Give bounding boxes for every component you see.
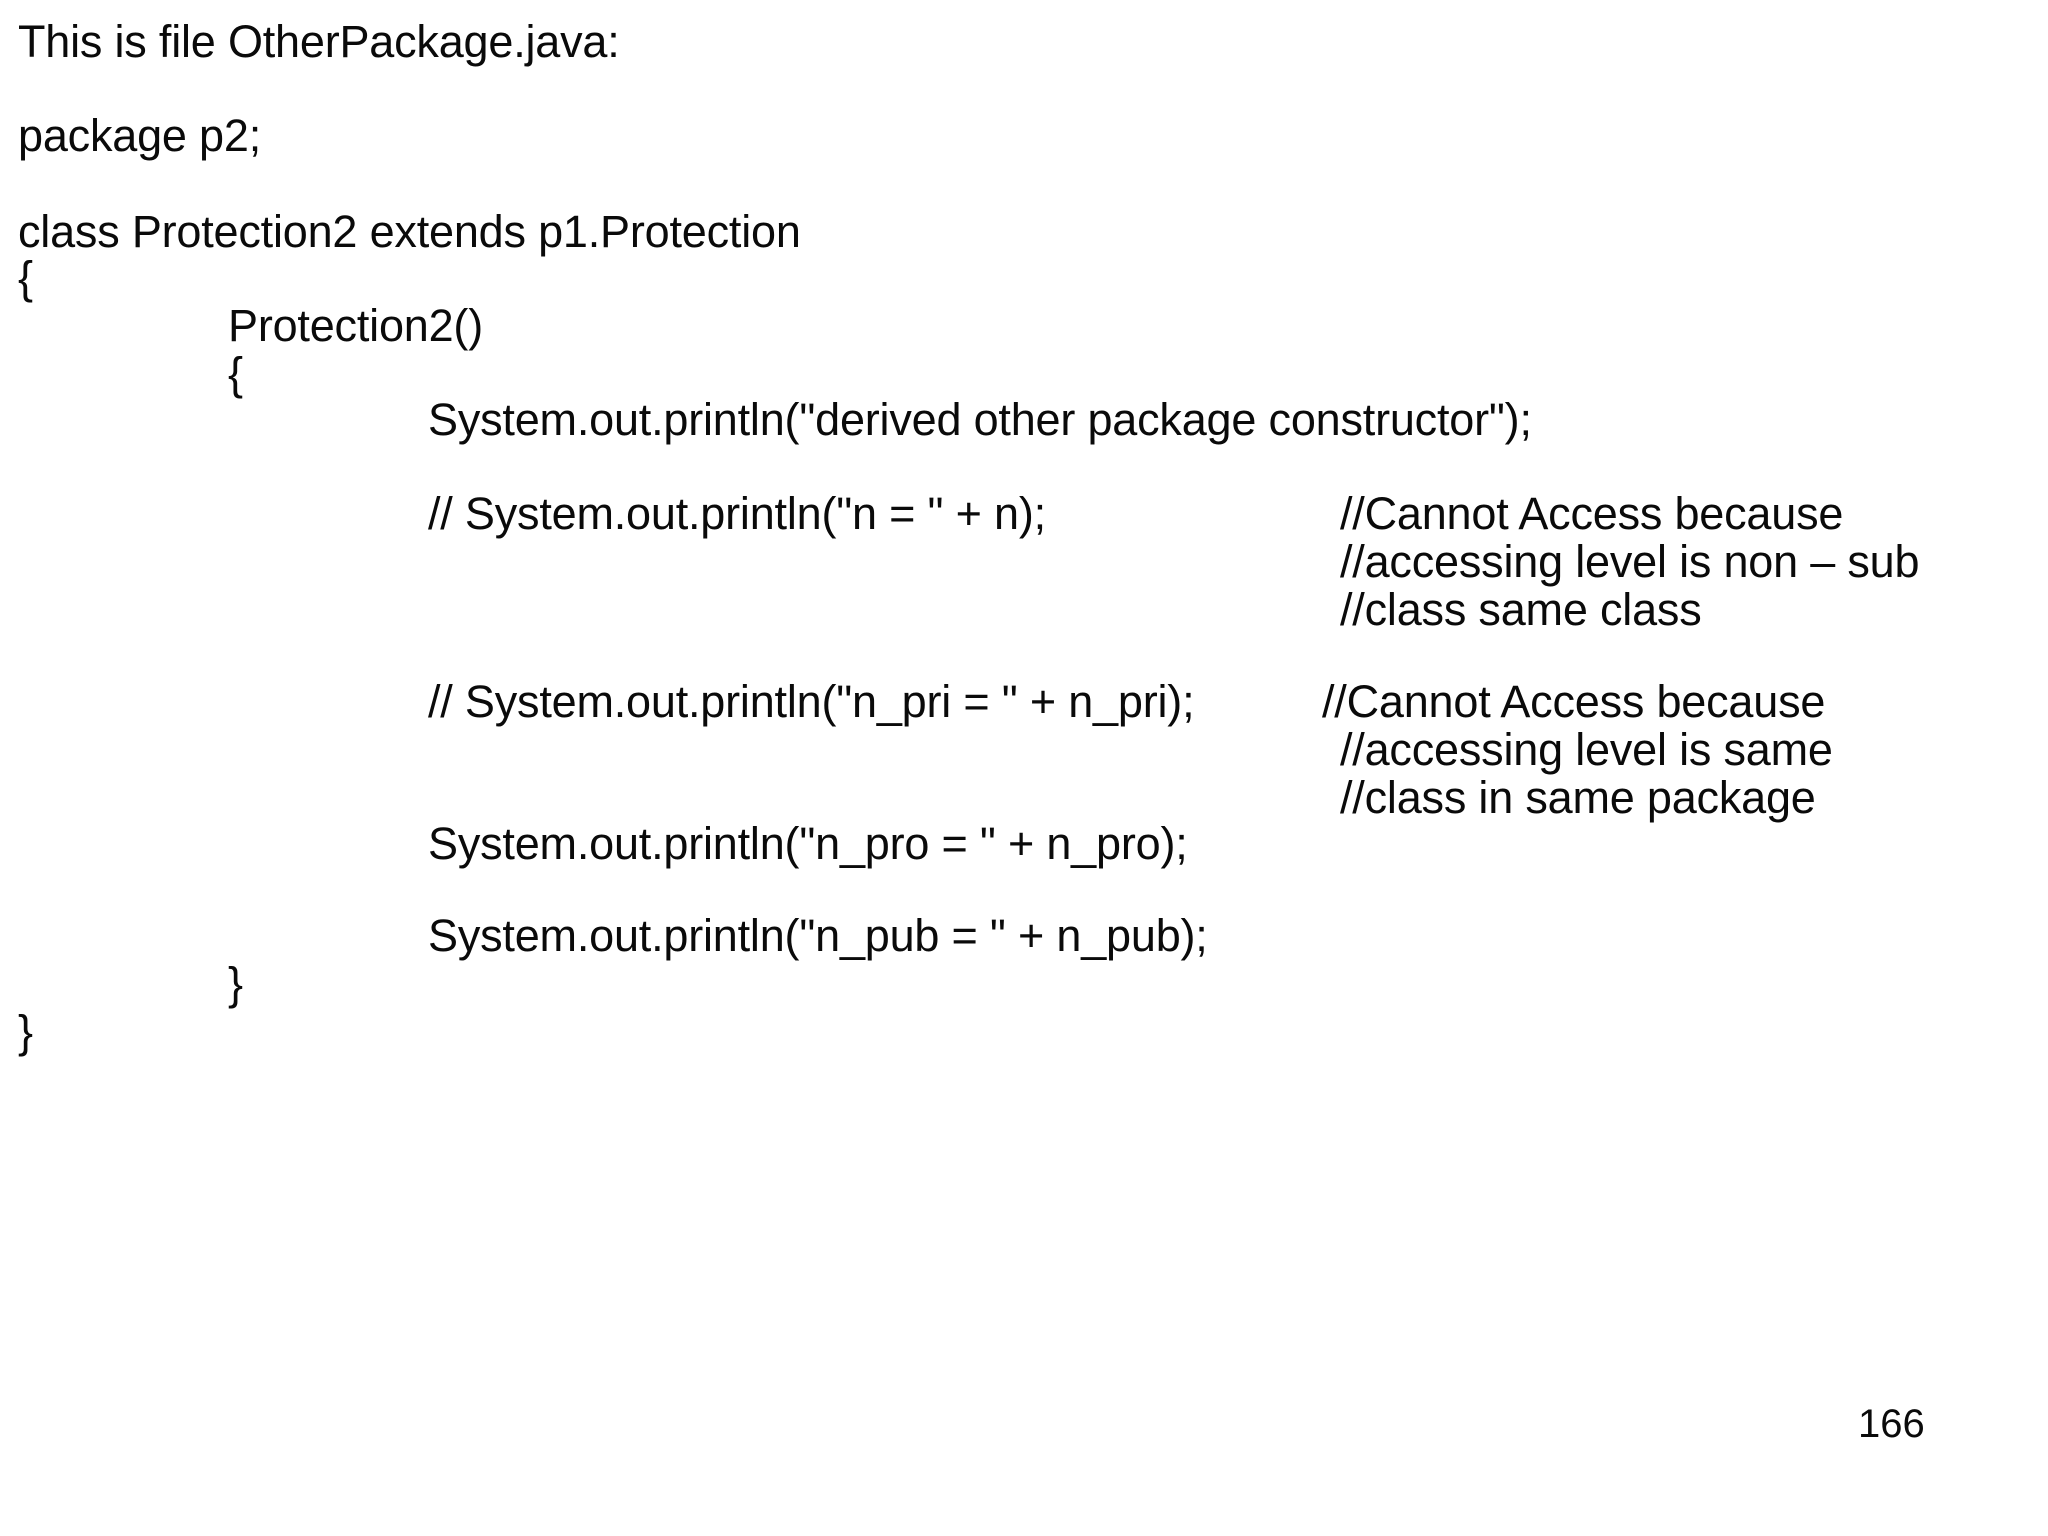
comment-n-pri-line-2: //accessing level is same [1340, 724, 1833, 775]
code-line-println-n-pub: System.out.println("n_pub = " + n_pub); [428, 910, 1208, 961]
comment-n-line-1: //Cannot Access because [1340, 488, 1844, 539]
page-number: 166 [1858, 1402, 1925, 1446]
code-line-constructor-close-brace: } [228, 958, 243, 1009]
code-line-commented-println-n-pri: // System.out.println("n_pri = " + n_pri… [428, 676, 1195, 727]
slide-heading: This is file OtherPackage.java: [18, 16, 620, 67]
code-line-constructor-signature: Protection2() [228, 300, 484, 351]
code-line-package-declaration: package p2; [18, 110, 261, 161]
comment-n-line-2: //accessing level is non – sub [1340, 536, 1920, 587]
code-line-class-declaration: class Protection2 extends p1.Protection [18, 206, 801, 257]
comment-n-pri-line-3: //class in same package [1340, 772, 1816, 823]
comment-n-line-3: //class same class [1340, 584, 1702, 635]
code-line-println-n-pro: System.out.println("n_pro = " + n_pro); [428, 818, 1188, 869]
code-line-println-constructor: System.out.println("derived other packag… [428, 394, 1532, 445]
code-line-constructor-open-brace: { [228, 348, 243, 399]
code-line-commented-println-n: // System.out.println("n = " + n); [428, 488, 1046, 539]
comment-n-pri-line-1: //Cannot Access because [1322, 676, 1826, 727]
code-line-class-open-brace: { [18, 252, 33, 303]
code-line-class-close-brace: } [18, 1006, 33, 1057]
